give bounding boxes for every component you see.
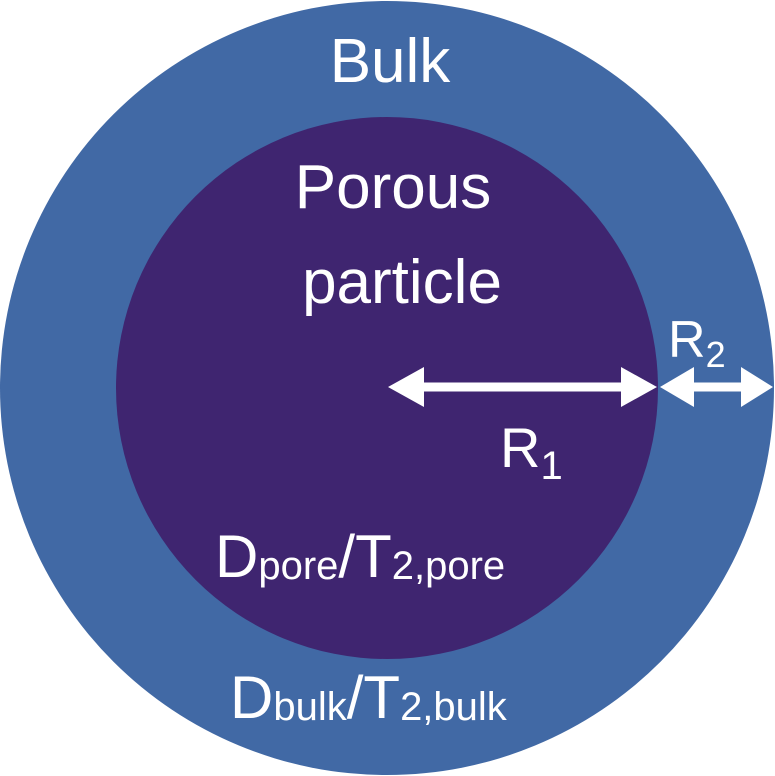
pore-t-sub: 2,pore (392, 544, 505, 588)
bulk-t: T (363, 664, 400, 731)
pore-slash: / (338, 523, 355, 590)
bulk-t-sub: 2,bulk (400, 685, 508, 729)
pore-diffusion-relaxation-label: Dpore/T2,pore (215, 523, 505, 590)
bulk-slash: / (347, 664, 364, 731)
porous-label: Porous (295, 153, 491, 222)
r1-main: R (500, 416, 540, 479)
pore-t: T (355, 523, 392, 590)
r2-sub: 2 (706, 334, 726, 375)
porous-particle-region (116, 117, 658, 659)
pore-d-sub: pore (258, 544, 338, 588)
r2-arrow (660, 367, 773, 407)
bulk-d: D (230, 664, 273, 731)
r1-label: R1 (500, 416, 563, 488)
r2-label: R2 (668, 311, 726, 375)
bulk-d-sub: bulk (273, 685, 347, 729)
pore-d: D (215, 523, 258, 590)
particle-label: particle (302, 248, 502, 317)
r1-sub: 1 (540, 444, 562, 488)
r1-arrow (388, 367, 657, 407)
bulk-label: Bulk (330, 27, 452, 96)
r2-main: R (668, 311, 706, 369)
bulk-diffusion-relaxation-label: Dbulk/T2,bulk (230, 664, 508, 731)
